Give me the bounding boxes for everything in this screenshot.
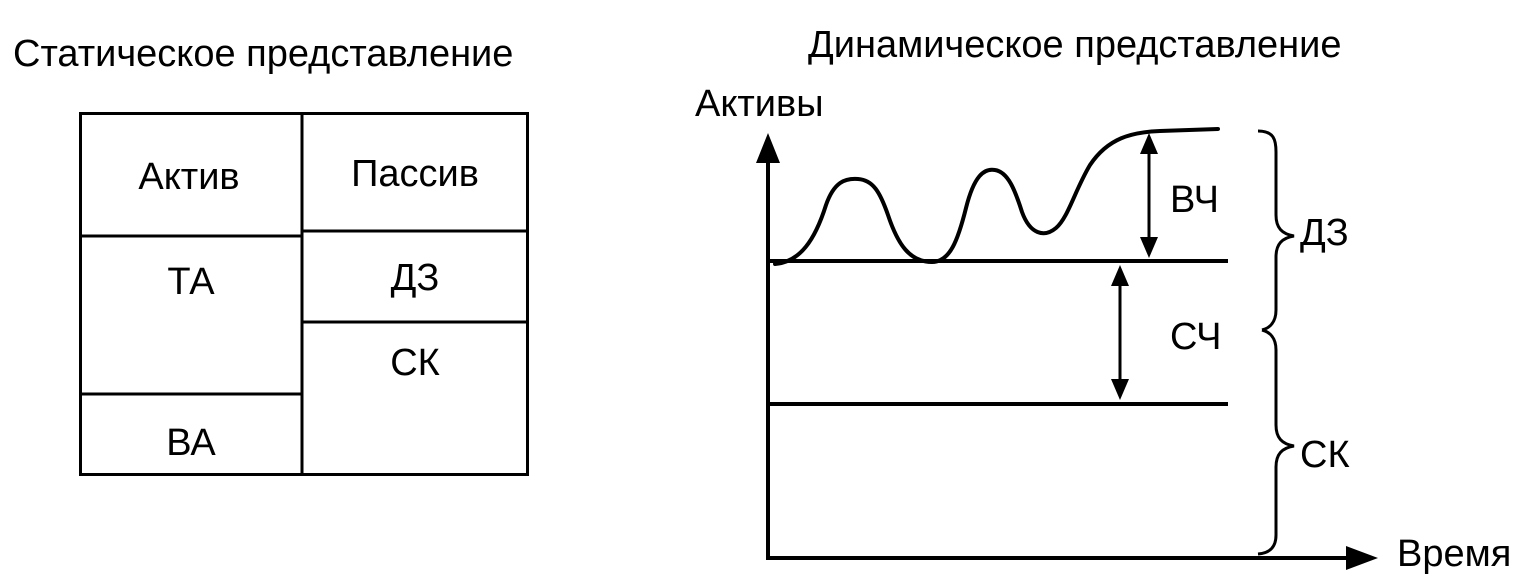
current-assets-cell: ТА: [167, 261, 215, 303]
debt-capital-label: ДЗ: [1300, 212, 1349, 254]
equity-capital-label: СК: [1300, 434, 1350, 476]
x-axis-label: Время: [1397, 533, 1512, 575]
non-current-assets-cell: ВА: [166, 422, 216, 464]
y-axis-label: Активы: [695, 83, 824, 125]
equity-capital-brace: [1257, 328, 1295, 556]
constant-part-label: СЧ: [1170, 316, 1222, 358]
balance-sheet-table: Актив Пассив ТА ВА ДЗ СК: [79, 112, 530, 477]
static-representation-title: Статическое представление: [13, 33, 514, 75]
debt-capital-brace: [1257, 129, 1295, 332]
total-assets-curve: [773, 127, 1220, 266]
debt-capital-cell: ДЗ: [390, 257, 440, 299]
assets-header: Актив: [138, 156, 240, 198]
variable-part-arrow-top: [1140, 133, 1158, 154]
constant-part-arrow-bottom: [1111, 379, 1129, 400]
y-axis-arrowhead: [756, 133, 780, 163]
dynamic-representation-title: Динамическое представление: [808, 24, 1342, 66]
liabilities-header: Пассив: [351, 153, 479, 195]
balance-sheet-grid: [79, 112, 529, 476]
x-axis-arrowhead: [1346, 546, 1378, 570]
variable-part-label: ВЧ: [1170, 179, 1219, 221]
equity-capital-cell: СК: [390, 342, 440, 384]
variable-part-arrow-bottom: [1140, 237, 1158, 258]
table-border: [79, 112, 529, 476]
constant-part-arrow-top: [1111, 265, 1129, 286]
